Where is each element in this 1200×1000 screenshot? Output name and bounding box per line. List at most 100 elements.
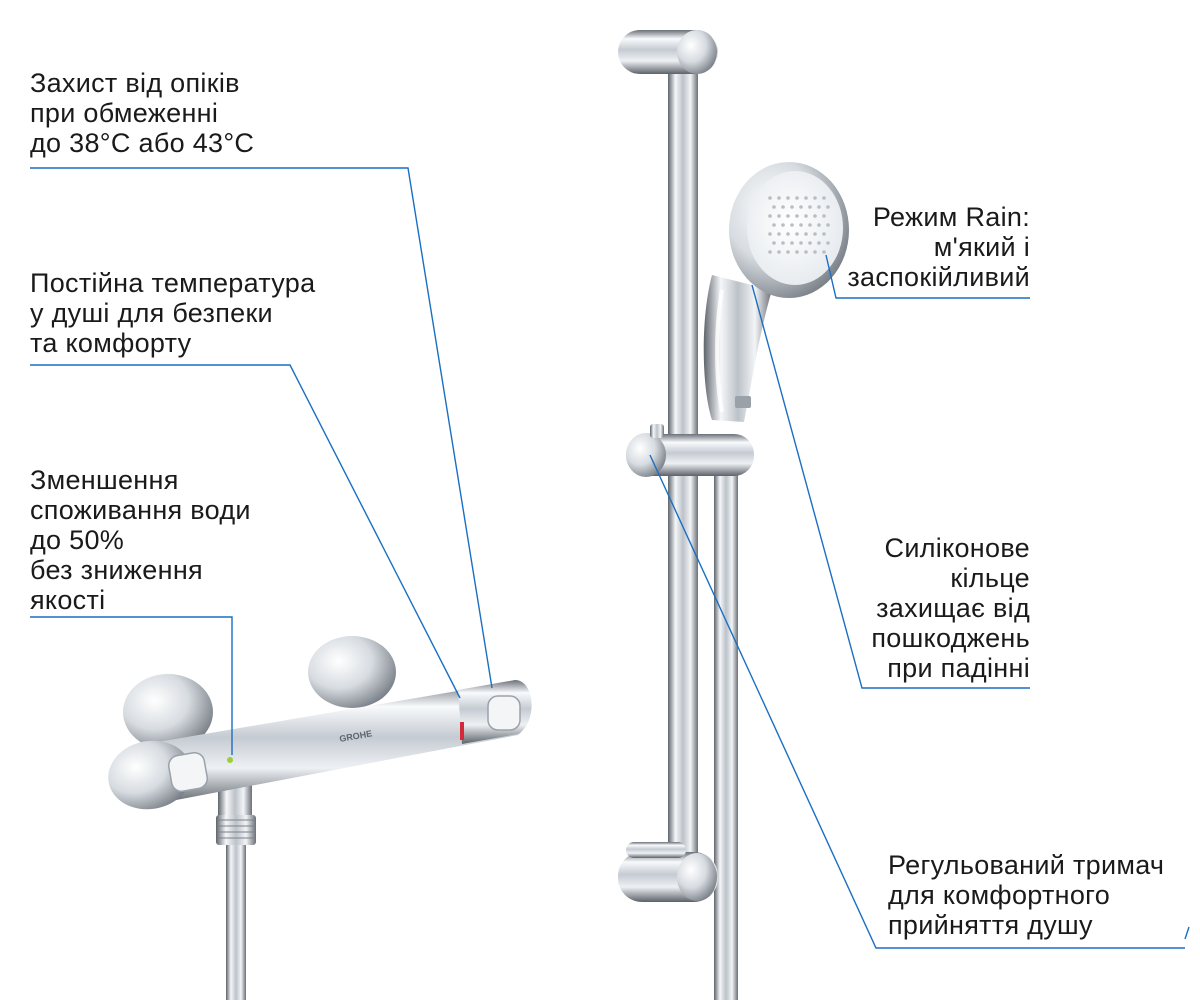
leader-line-water [30, 616, 233, 755]
spray-nozzle [808, 241, 812, 245]
callout-line: м'який і [933, 232, 1030, 262]
spray-nozzle [777, 214, 781, 218]
spray-nozzle [777, 232, 781, 236]
leader-line-temperature [30, 364, 461, 699]
mixer-body [140, 681, 528, 805]
leader-line-holder [649, 454, 1185, 949]
spray-nozzle [781, 241, 785, 245]
callout-scald-protection: Захист від опіків при обмеженні до 38°C … [30, 68, 254, 158]
bottom-wall-bracket [618, 842, 718, 902]
spray-nozzle [813, 214, 817, 218]
callout-rain-mode: Режим Rain: м'який і заспокійливий [847, 202, 1030, 292]
callout-line: Режим Rain: [872, 202, 1030, 232]
spray-nozzle [822, 214, 826, 218]
spray-nozzle [804, 214, 808, 218]
callout-line: для комфортного [888, 880, 1111, 910]
callout-line: при падінні [887, 653, 1030, 683]
leader-lines [30, 167, 1190, 949]
shower-hose [226, 845, 246, 1000]
spray-nozzle [813, 196, 817, 200]
callout-constant-temperature: Постійна температура у душі для безпеки … [30, 268, 315, 358]
spray-nozzle [768, 250, 772, 254]
spray-nozzle [817, 205, 821, 209]
callout-line: споживання води [30, 495, 251, 525]
spray-nozzle [795, 214, 799, 218]
spray-nozzle [813, 250, 817, 254]
callout-line: у душі для безпеки [30, 298, 273, 328]
spray-nozzle [781, 205, 785, 209]
flow-grip-icon [167, 751, 209, 793]
spray-nozzle [826, 241, 830, 245]
left-escutcheon [123, 674, 213, 750]
spray-nozzle [822, 250, 826, 254]
callout-line: Силіконове [884, 533, 1030, 563]
spray-nozzle [772, 223, 776, 227]
callout-line: кільце [950, 563, 1030, 593]
callout-line: Регульований тримач [888, 850, 1165, 880]
spray-nozzle [795, 250, 799, 254]
callout-line: Зменшення [30, 465, 179, 495]
leader-line-silicone [751, 284, 1030, 689]
temperature-grip-icon [487, 695, 521, 731]
spray-nozzle [804, 196, 808, 200]
left-end-cap [108, 740, 192, 810]
spray-nozzle [808, 205, 812, 209]
spray-nozzle [795, 232, 799, 236]
callout-line: пошкоджень [871, 623, 1030, 653]
callout-line: прийняття душу [888, 910, 1093, 940]
callout-line: до 50% [30, 525, 125, 555]
spray-nozzle [772, 241, 776, 245]
grohe-badge-icon [735, 396, 751, 408]
right-escutcheon [308, 636, 396, 708]
callout-line: захищає від [876, 593, 1030, 623]
spray-nozzle [790, 205, 794, 209]
hand-shower [703, 162, 849, 422]
spray-nozzle [768, 196, 772, 200]
spray-nozzle [777, 250, 781, 254]
spray-nozzle [790, 223, 794, 227]
callout-line: до 38°C або 43°C [30, 128, 255, 158]
spray-nozzle [804, 232, 808, 236]
spray-nozzle [826, 205, 830, 209]
callout-line: без зниження [30, 555, 203, 585]
callout-line: Захист від опіків [30, 68, 240, 98]
spray-nozzle [786, 214, 790, 218]
spray-nozzle [768, 232, 772, 236]
callout-silicone-ring: Силіконове кільце захищає від пошкоджень… [871, 533, 1030, 683]
spray-nozzle [804, 250, 808, 254]
spray-nozzle [768, 214, 772, 218]
spray-nozzle [808, 223, 812, 227]
callout-water-saving: Зменшення споживання води до 50% без зни… [30, 465, 251, 615]
eco-indicator-icon [227, 757, 233, 763]
spray-nozzle [781, 223, 785, 227]
spray-nozzle [826, 223, 830, 227]
callout-line: заспокійливий [847, 262, 1030, 292]
spray-nozzle [799, 205, 803, 209]
spray-nozzle [790, 241, 794, 245]
spray-nozzle [822, 196, 826, 200]
spray-nozzle [786, 196, 790, 200]
callout-adjustable-holder: Регульований тримач для комфортного прий… [888, 850, 1164, 940]
adjustable-slider-holder [626, 424, 754, 477]
spray-nozzle [817, 241, 821, 245]
spray-nozzle [786, 232, 790, 236]
spray-nozzle [772, 205, 776, 209]
thermostat-mixer: GROHE [108, 636, 532, 1000]
spray-nozzle [786, 250, 790, 254]
spray-nozzle [795, 196, 799, 200]
callout-line: при обмеженні [30, 98, 219, 128]
spray-face-icon [747, 171, 843, 285]
spray-nozzle [777, 196, 781, 200]
spray-nozzle [799, 241, 803, 245]
spray-nozzle [799, 223, 803, 227]
top-wall-bracket [618, 30, 718, 74]
spray-nozzle [813, 232, 817, 236]
spray-nozzle [822, 232, 826, 236]
spray-nozzle [817, 223, 821, 227]
callout-line: Постійна температура [30, 268, 316, 298]
callout-line: та комфорту [30, 328, 192, 358]
leader-line-rain [825, 254, 1030, 299]
leader-line-scald [30, 167, 493, 689]
